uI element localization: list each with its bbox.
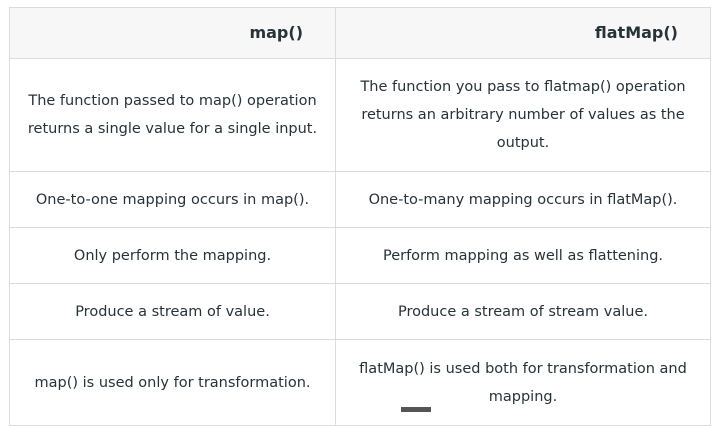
table-row: map() is used only for transformation. f… <box>9 339 711 426</box>
table-cell-flatmap: The function you pass to flatmap() opera… <box>335 58 711 172</box>
table-cell-flatmap: Produce a stream of stream value. <box>335 283 711 340</box>
scroll-to-top-button[interactable] <box>401 407 431 412</box>
comparison-table: map() flatMap() The function passed to m… <box>9 7 711 426</box>
table-cell-map: The function passed to map() operation r… <box>9 58 336 172</box>
table-cell-flatmap: Perform mapping as well as flattening. <box>335 227 711 284</box>
table-row: Produce a stream of value. Produce a str… <box>9 283 711 340</box>
table-cell-flatmap: One-to-many mapping occurs in flatMap(). <box>335 171 711 228</box>
table-cell-map: map() is used only for transformation. <box>9 339 336 426</box>
table-row: Only perform the mapping. Perform mappin… <box>9 227 711 284</box>
table-cell-flatmap: flatMap() is used both for transformatio… <box>335 339 711 426</box>
header-map: map() <box>9 7 336 59</box>
table-cell-map: Only perform the mapping. <box>9 227 336 284</box>
table-row: One-to-one mapping occurs in map(). One-… <box>9 171 711 228</box>
comparison-table-container: map() flatMap() The function passed to m… <box>9 7 711 426</box>
header-flatmap: flatMap() <box>335 7 711 59</box>
table-row: The function passed to map() operation r… <box>9 58 711 172</box>
table-cell-map: Produce a stream of value. <box>9 283 336 340</box>
table-cell-map: One-to-one mapping occurs in map(). <box>9 171 336 228</box>
table-header-row: map() flatMap() <box>9 7 711 59</box>
